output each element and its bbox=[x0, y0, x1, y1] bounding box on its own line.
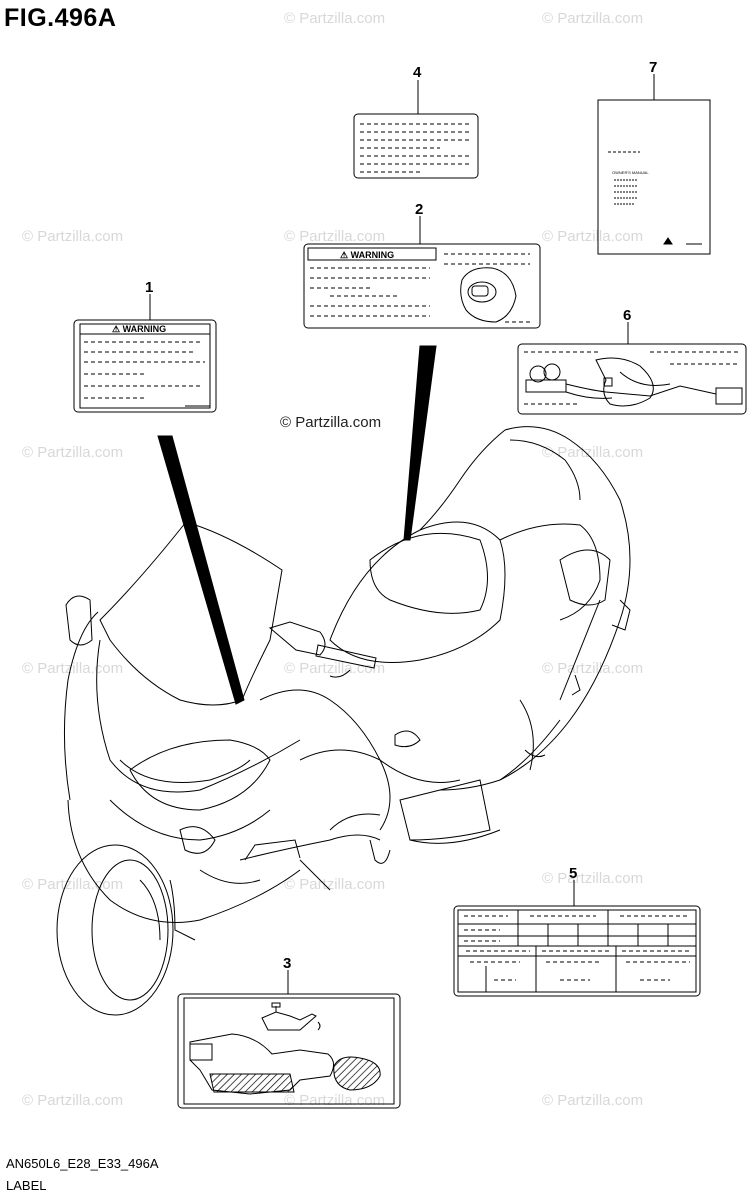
leader-line-1 bbox=[157, 435, 245, 705]
warning-text: ⚠ WARNING bbox=[112, 324, 166, 334]
watermark: © Partzilla.com bbox=[542, 1092, 644, 1109]
manual-title: OWNER'S MANUAL bbox=[612, 170, 649, 175]
callout-number-3: 3 bbox=[283, 955, 291, 972]
watermark: © Partzilla.com bbox=[22, 876, 124, 893]
watermark: © Partzilla.com bbox=[284, 1092, 386, 1109]
watermark: © Partzilla.com bbox=[542, 228, 644, 245]
label-1-warning bbox=[73, 294, 217, 413]
item-7-manual bbox=[597, 74, 711, 255]
watermark: © Partzilla.com bbox=[22, 660, 124, 677]
watermark: © Partzilla.com bbox=[284, 10, 386, 27]
label-4-info bbox=[353, 80, 479, 179]
callout-number-2: 2 bbox=[415, 201, 423, 218]
watermark: © Partzilla.com bbox=[22, 444, 124, 461]
figure-title: FIG.496A bbox=[4, 4, 117, 32]
figure-code: AN650L6_E28_E33_496A bbox=[6, 1156, 159, 1171]
watermark: © Partzilla.com bbox=[542, 444, 644, 461]
watermark: © Partzilla.com bbox=[284, 876, 386, 893]
label-6-routing bbox=[517, 322, 747, 415]
callout-number-4: 4 bbox=[413, 64, 422, 81]
watermark: © Partzilla.com bbox=[542, 660, 644, 677]
label-3-oil bbox=[177, 970, 401, 1109]
watermark-main: © Partzilla.com bbox=[280, 414, 382, 431]
watermark: © Partzilla.com bbox=[542, 10, 644, 27]
watermark: © Partzilla.com bbox=[284, 660, 386, 677]
warning-text: ⚠ WARNING bbox=[340, 250, 394, 260]
figure-name: LABEL bbox=[6, 1178, 47, 1193]
callout-number-5: 5 bbox=[569, 865, 577, 882]
watermark: © Partzilla.com bbox=[22, 1092, 124, 1109]
watermark: © Partzilla.com bbox=[22, 228, 124, 245]
label-2-warning bbox=[303, 216, 541, 329]
label-5-table bbox=[453, 880, 701, 997]
motorcycle-illustration bbox=[56, 426, 631, 1016]
callout-number-7: 7 bbox=[649, 59, 657, 76]
watermark: © Partzilla.com bbox=[542, 870, 644, 887]
callout-number-6: 6 bbox=[623, 307, 631, 324]
callout-number-1: 1 bbox=[145, 279, 153, 296]
watermark: © Partzilla.com bbox=[284, 228, 386, 245]
leader-line-2 bbox=[403, 345, 437, 541]
